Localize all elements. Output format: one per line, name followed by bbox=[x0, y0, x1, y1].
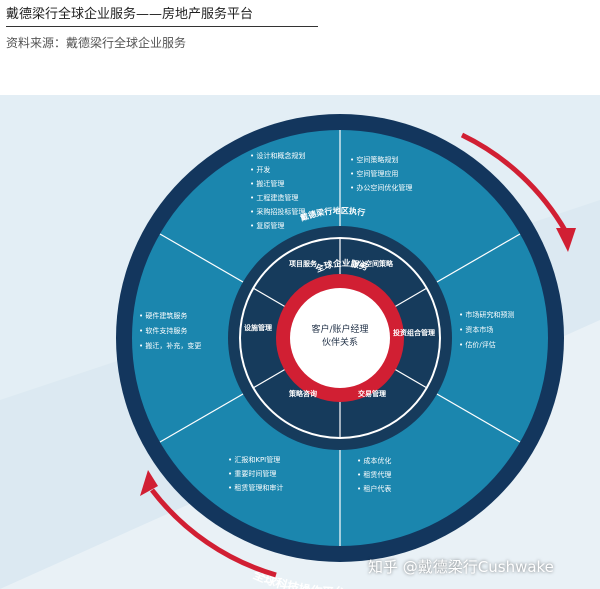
sector-lists: • 设计和概念规划 • 开发 • 搬迁管理 • 工程建造管理 • 采购招投标管理… bbox=[139, 151, 514, 493]
list-item: • 重要时间管理 bbox=[228, 469, 276, 478]
center-circle bbox=[290, 288, 390, 388]
sector-top-right: • 空间策略规划 • 空间管理应用 • 办公空间优化管理 bbox=[350, 155, 412, 192]
sector-top-left: • 设计和概念规划 • 开发 • 搬迁管理 • 工程建造管理 • 采购招投标管理… bbox=[250, 151, 305, 230]
list-item: • 市场研究和预测 bbox=[459, 310, 514, 319]
list-item: • 租户代表 bbox=[357, 484, 391, 493]
segment-office-space-strategy: 办公空间策略 bbox=[351, 259, 394, 268]
segment-strategy-consulting: 策略咨询 bbox=[288, 389, 317, 398]
sector-bottom-right: • 成本优化 • 租赁代理 • 租户代表 bbox=[357, 456, 391, 493]
sector-bottom-left: • 汇报和KPI管理 • 重要时间管理 • 租赁管理和审计 bbox=[228, 455, 283, 492]
list-item: • 办公空间优化管理 bbox=[350, 183, 412, 192]
rotation-arrow-bottom-left bbox=[150, 488, 277, 578]
list-item: • 采购招投标管理 bbox=[250, 207, 305, 216]
rotation-arrowhead-top-right bbox=[556, 228, 576, 252]
list-item: • 租赁管理和审计 bbox=[228, 483, 283, 492]
watermark: 知乎 @戴德梁行Cushwake bbox=[368, 558, 554, 576]
segment-facility-management: 设施管理 bbox=[244, 323, 272, 332]
rotation-arrowhead-bottom-left bbox=[140, 470, 158, 496]
list-item: • 资本市场 bbox=[459, 325, 493, 334]
segment-transaction-management: 交易管理 bbox=[358, 389, 386, 398]
source-note: 资料来源：戴德梁行全球企业服务 bbox=[6, 36, 187, 50]
segment-portfolio-management: 投资组合管理 bbox=[393, 328, 435, 337]
list-item: • 成本优化 bbox=[357, 456, 391, 465]
list-item: • 硬件建筑服务 bbox=[139, 311, 187, 320]
page-title: 戴德梁行全球企业服务——房地产服务平台 bbox=[6, 7, 254, 22]
list-item: • 估价/评估 bbox=[459, 340, 496, 349]
center-text-line1: 客户/账户经理 bbox=[311, 323, 368, 335]
outer-ring-label: 全球科技操作平台 bbox=[289, 76, 390, 97]
center-text-line2: 伙伴关系 bbox=[322, 336, 358, 348]
list-item: • 搬迁管理 bbox=[250, 179, 284, 188]
list-item: • 工程建造管理 bbox=[250, 193, 298, 202]
list-item: • 设计和概念规划 bbox=[250, 151, 305, 160]
rotation-arrow-top-right bbox=[460, 132, 569, 234]
list-item: • 开发 bbox=[250, 165, 270, 174]
sector-left: • 硬件建筑服务 • 软件支持服务 • 搬迁，补充，变更 bbox=[139, 311, 201, 350]
list-item: • 汇报和KPI管理 bbox=[228, 455, 280, 464]
list-item: • 搬迁，补充，变更 bbox=[139, 341, 201, 350]
list-item: • 租赁代理 bbox=[357, 470, 391, 479]
list-item: • 空间策略规划 bbox=[350, 155, 398, 164]
list-item: • 复原管理 bbox=[250, 221, 284, 230]
list-item: • 软件支持服务 bbox=[139, 326, 187, 335]
segment-project-services: 项目服务 bbox=[289, 259, 318, 268]
list-item: • 空间管理应用 bbox=[350, 169, 398, 178]
sector-right: • 市场研究和预测 • 资本市场 • 估价/评估 bbox=[459, 310, 514, 349]
title-divider bbox=[6, 26, 318, 27]
